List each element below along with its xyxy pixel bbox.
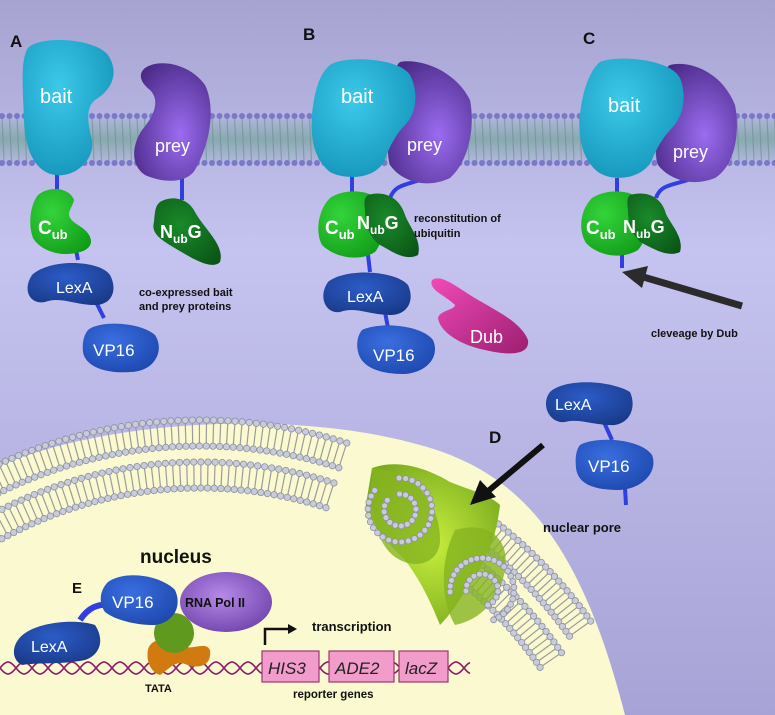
linker — [366, 254, 372, 273]
nubg-label: NubG — [160, 222, 202, 246]
dub-enzyme — [431, 278, 529, 354]
panel-c: C bait prey Cub NubG cleveage by Dub — [579, 29, 743, 340]
caption-d: nuclear pore — [543, 520, 621, 535]
panel-letter-d: D — [489, 428, 501, 447]
linker — [623, 487, 628, 506]
vp16-protein — [575, 439, 654, 490]
transcription-arrow-head — [288, 624, 297, 634]
vp16-label: VP16 — [588, 457, 630, 476]
bait-protein — [22, 39, 114, 176]
tata-label: TATA — [145, 683, 172, 695]
svg-text:lacZ: lacZ — [405, 659, 438, 678]
bait-label: bait — [341, 86, 374, 108]
reporter-genes-caption: reporter genes — [293, 689, 374, 701]
transcription-start-arrow — [263, 627, 290, 645]
reporter-gene-his3: HIS3 — [261, 650, 320, 683]
lexa-protein — [13, 621, 101, 665]
prey-protein — [134, 63, 211, 181]
import-arrow-head — [470, 480, 496, 505]
bait-protein — [311, 59, 416, 177]
nubg-label: NubG — [623, 217, 665, 241]
transcription-label: transcription — [312, 619, 392, 634]
rna-pol-label: RNA Pol II — [185, 596, 245, 610]
panel-d: D LexA VP16 nuclear pore — [470, 382, 654, 535]
rna-pol-ii — [180, 572, 272, 632]
reporter-gene-ade2: ADE2 — [328, 650, 395, 683]
svg-text:ADE2: ADE2 — [334, 659, 380, 678]
nubg-label: NubG — [357, 213, 399, 237]
linker — [654, 178, 689, 199]
cub-label: Cub — [586, 218, 616, 242]
prey-label: prey — [155, 136, 190, 156]
lexa-label: LexA — [347, 289, 384, 306]
lexa-protein — [27, 262, 114, 305]
nuclear-pore — [364, 464, 518, 625]
cub-label: Cub — [325, 218, 355, 242]
bait-label: bait — [40, 86, 73, 108]
caption-c: cleveage by Dub — [651, 328, 738, 340]
panel-letter-b: B — [303, 25, 315, 44]
prey-label: prey — [673, 142, 708, 162]
lexa-label: LexA — [31, 639, 68, 656]
panel-letter-c: C — [583, 29, 595, 48]
lexa-label: LexA — [555, 397, 592, 414]
panel-letter-a: A — [10, 32, 22, 51]
panel-e: nucleus E TATA RNA Pol II LexA VP16 tran… — [0, 547, 471, 701]
vp16-label: VP16 — [112, 593, 154, 612]
panel-a: A bait prey Cub NubG LexA VP16 co-expres… — [10, 32, 233, 373]
vp16-protein — [100, 575, 178, 625]
prey-label: prey — [407, 135, 442, 155]
nubg-fragment — [627, 193, 681, 254]
dub-label: Dub — [470, 327, 503, 347]
cub-fragment — [30, 188, 92, 255]
import-arrow — [485, 442, 545, 495]
lexa-label: LexA — [56, 280, 93, 297]
nubg-fragment — [364, 193, 419, 258]
lexa-protein — [323, 272, 411, 315]
svg-text:HIS3: HIS3 — [268, 659, 306, 678]
nubg-fragment — [153, 198, 221, 265]
lexa-protein — [545, 382, 633, 426]
vp16-protein — [357, 325, 435, 374]
reporter-gene-lacz: lacZ — [398, 650, 449, 683]
cub-label: Cub — [38, 218, 68, 242]
bait-protein — [579, 58, 684, 178]
general-transcription-factor — [154, 613, 194, 653]
vp16-label: VP16 — [93, 341, 135, 360]
panel-letter-e: E — [72, 580, 82, 597]
nucleus-label: nucleus — [140, 547, 212, 568]
cleavage-arrow-head — [622, 266, 648, 288]
vp16-protein — [82, 323, 159, 373]
bait-label: bait — [608, 95, 641, 117]
vp16-label: VP16 — [373, 346, 415, 365]
cleavage-arrow — [639, 272, 743, 310]
